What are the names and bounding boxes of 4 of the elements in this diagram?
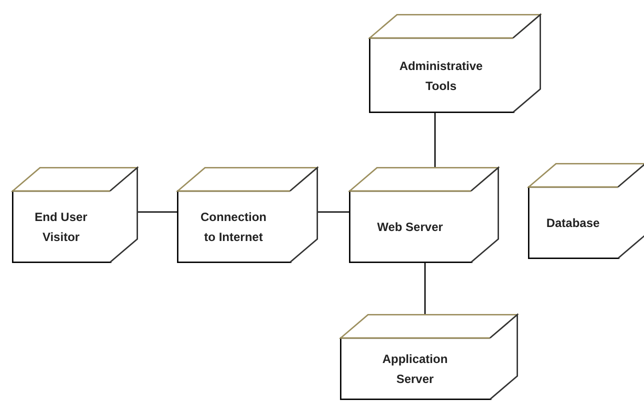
connector-line bbox=[318, 211, 349, 213]
connector-line bbox=[424, 263, 426, 314]
connector-line bbox=[138, 211, 177, 213]
connector-line bbox=[434, 113, 436, 167]
